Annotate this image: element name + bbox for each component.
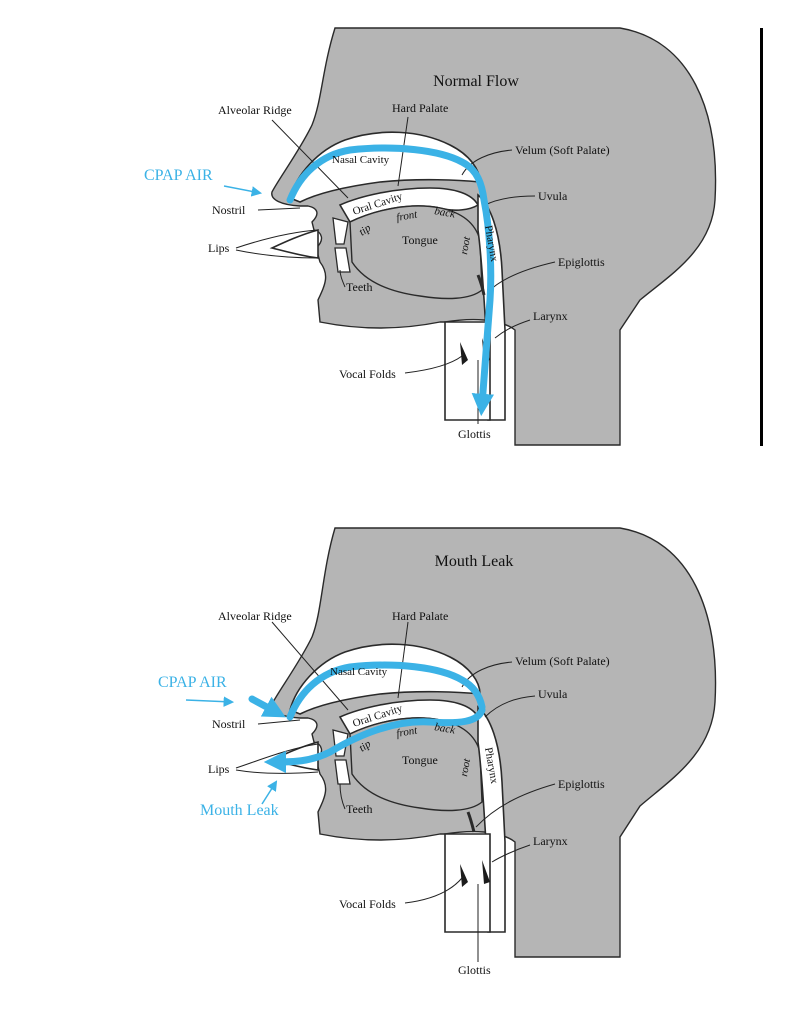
hard-palate-label: Hard Palate: [392, 609, 448, 623]
cpap-entry-arrow: [248, 695, 286, 718]
tongue-shape: [349, 717, 483, 812]
front-label: front: [395, 724, 419, 740]
normal-flow-svg: Normal Flow CPAP AIR Alveolar Ridge Hard…: [144, 27, 717, 446]
nasal-cavity-label: Nasal Cavity: [332, 154, 390, 166]
nasal-cavity-shape: [289, 643, 481, 715]
lips-label: Lips: [208, 241, 230, 255]
front-label: front: [395, 208, 419, 224]
epiglottis-shape: [466, 811, 476, 833]
lips-label: Lips: [208, 762, 230, 776]
vertical-divider: [760, 28, 763, 446]
root-label: root: [458, 235, 473, 256]
normal-flow-diagram: Normal Flow CPAP AIR Alveolar Ridge Hard…: [144, 27, 717, 446]
epiglottis-label: Epiglottis: [558, 777, 605, 791]
velum-label: Velum (Soft Palate): [515, 654, 610, 668]
mouth-leak-diagram: Mouth Leak CPAP AIR Mouth Leak Alveolar …: [0, 512, 791, 1024]
teeth-label: Teeth: [346, 280, 372, 294]
lower-teeth: [334, 247, 351, 273]
nostril-label: Nostril: [212, 717, 246, 731]
diagram-title: Mouth Leak: [435, 553, 514, 570]
normal-airflow-path: [286, 144, 495, 417]
lower-teeth: [334, 759, 351, 785]
glottis-label: Glottis: [458, 427, 491, 441]
tongue-label: Tongue: [402, 753, 438, 767]
lips-opening: [269, 228, 319, 259]
back-label: back: [433, 205, 457, 221]
alveolar-ridge-label: Alveolar Ridge: [218, 103, 292, 117]
velum-label: Velum (Soft Palate): [515, 143, 610, 157]
nostril-label: Nostril: [212, 203, 246, 217]
epiglottis-shape: [476, 274, 486, 296]
tongue-label: Tongue: [402, 233, 438, 247]
alveolar-ridge-label: Alveolar Ridge: [218, 609, 292, 623]
glottis-label: Glottis: [458, 963, 491, 977]
cpap-pointer-arrow: [223, 185, 263, 197]
leader-lines: [235, 621, 556, 962]
teeth-label: Teeth: [346, 802, 372, 816]
epiglottis-label: Epiglottis: [558, 255, 605, 269]
upper-teeth: [332, 217, 349, 245]
larynx-label: Larynx: [533, 834, 568, 848]
vocal-folds-label: Vocal Folds: [339, 897, 396, 911]
cpap-air-label: CPAP AIR: [144, 167, 213, 184]
nasal-cavity-label: Nasal Cavity: [330, 666, 388, 678]
uvula-label: Uvula: [538, 189, 568, 203]
mouth-leak-airflow-path: [263, 706, 486, 774]
trachea-shape: [444, 833, 491, 933]
hard-palate-label: Hard Palate: [392, 101, 448, 115]
vocal-folds-shape: [460, 860, 490, 887]
mouth-leak-pointer-arrow: [261, 780, 278, 805]
nasal-airflow-path: [286, 661, 486, 721]
uvula-label: Uvula: [538, 687, 568, 701]
mouth-leak-svg: Mouth Leak CPAP AIR Mouth Leak Alveolar …: [158, 527, 717, 977]
cpap-pointer-arrow: [185, 696, 235, 707]
vocal-folds-label: Vocal Folds: [339, 367, 396, 381]
diagram-title: Normal Flow: [433, 73, 519, 90]
back-label: back: [433, 721, 457, 737]
mouth-leak-label: Mouth Leak: [200, 802, 279, 819]
root-label: root: [458, 757, 473, 778]
larynx-label: Larynx: [533, 309, 568, 323]
cpap-air-label: CPAP AIR: [158, 674, 227, 691]
